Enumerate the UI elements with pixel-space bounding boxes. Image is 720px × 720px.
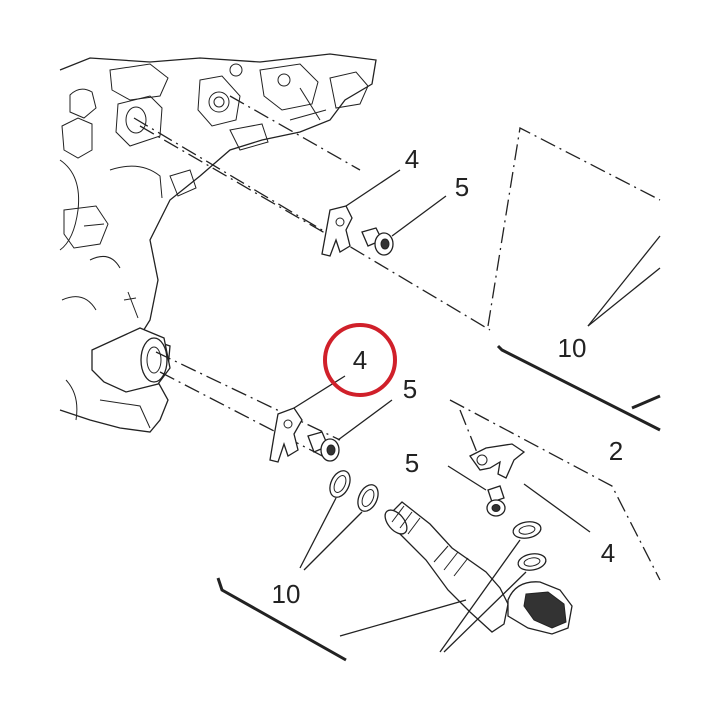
coolant-pipe bbox=[384, 501, 573, 635]
label-clip-lower: 4 bbox=[601, 538, 615, 568]
lower-retaining-clip bbox=[469, 443, 526, 479]
leader-seal-left-b bbox=[303, 511, 363, 571]
label-seals-left: 10 bbox=[272, 579, 301, 609]
label-bolt-lower: 5 bbox=[405, 448, 419, 478]
label-bolt-upper: 5 bbox=[455, 172, 469, 202]
leader-clip-lower bbox=[523, 483, 591, 533]
leader-bolt-lower bbox=[447, 465, 487, 491]
leader-bolt-upper bbox=[391, 195, 447, 237]
bottom-bracket-frame bbox=[216, 577, 347, 662]
seal-rings-right bbox=[512, 521, 547, 571]
leader-seal-right-a bbox=[439, 539, 521, 653]
engine-block bbox=[59, 53, 377, 433]
label-pipe: 2 bbox=[609, 436, 623, 466]
seal-rings-left bbox=[329, 470, 379, 512]
leader-pipe bbox=[339, 599, 467, 637]
label-bolt-middle: 5 bbox=[403, 374, 417, 404]
lower-bolt bbox=[486, 485, 506, 517]
label-clip-upper: 4 bbox=[405, 144, 419, 174]
lower-center-lines bbox=[155, 351, 661, 581]
leader-clip-upper bbox=[345, 169, 401, 207]
leader-clip-highlighted bbox=[293, 375, 346, 409]
upper-center-lines bbox=[133, 95, 491, 331]
right-bracket-frame bbox=[487, 127, 661, 432]
leader-seal-right-b bbox=[443, 571, 527, 653]
upper-retaining-clip bbox=[321, 205, 353, 257]
highlight-circle bbox=[323, 323, 397, 397]
label-clip-highlighted: 4 bbox=[353, 345, 367, 375]
label-seals-right-upper: 10 bbox=[558, 333, 587, 363]
middle-retaining-clip bbox=[269, 407, 303, 463]
upper-bolt bbox=[361, 227, 394, 256]
middle-bolt bbox=[307, 431, 340, 462]
leader-bolt-middle bbox=[337, 399, 393, 441]
leader-seal-left-a bbox=[299, 497, 337, 569]
